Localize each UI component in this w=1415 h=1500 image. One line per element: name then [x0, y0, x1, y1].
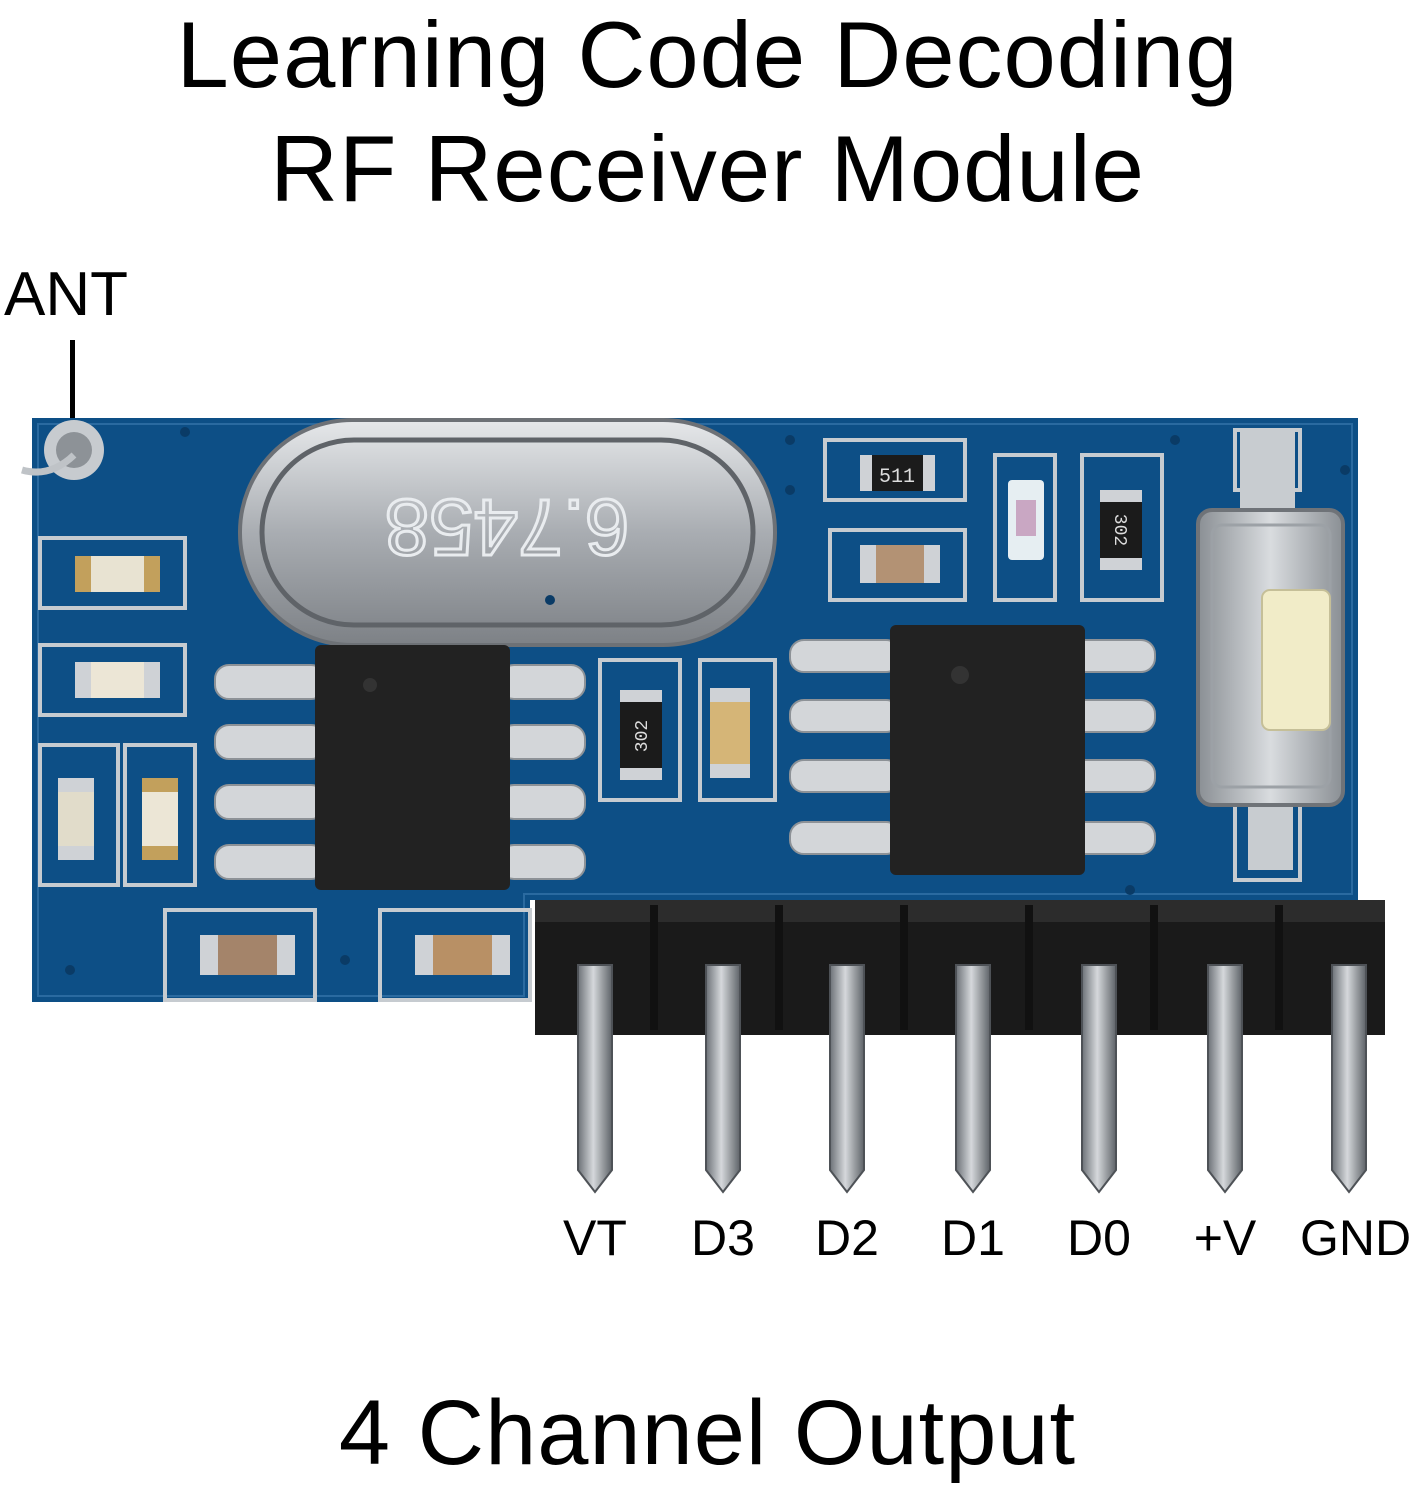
- antenna-label: ANT: [4, 260, 128, 329]
- pin-label-d0: D0: [1067, 1210, 1131, 1266]
- antenna-pointer-line: [70, 340, 75, 468]
- pin-gnd: [1331, 964, 1367, 1194]
- antenna-pad: [21, 420, 104, 480]
- footer-caption: 4 Channel Output: [338, 1382, 1077, 1484]
- resistor-marking-511: 511: [879, 466, 915, 489]
- pin-d3: [705, 964, 741, 1194]
- smd-components: [58, 480, 1044, 975]
- resistor-302-top: 302: [1100, 490, 1142, 570]
- pin-label-vt: VT: [563, 1210, 627, 1266]
- pin-label-d2: D2: [815, 1210, 879, 1266]
- pin-d0: [1081, 964, 1117, 1194]
- crystal-oscillator: 6.7458: [238, 418, 777, 647]
- resistor-302-mid: 302: [620, 690, 662, 780]
- pin-d1: [955, 964, 991, 1194]
- header-pins: [577, 964, 1367, 1194]
- crystal-marking: 6.7458: [385, 483, 630, 572]
- title-line-1: Learning Code Decoding: [176, 2, 1239, 107]
- pin-d2: [829, 964, 865, 1194]
- title-line-2: RF Receiver Module: [270, 116, 1145, 221]
- pin-label-gnd: GND: [1299, 1210, 1412, 1266]
- pin-vplus: [1207, 964, 1243, 1194]
- pin-label-vplus: +V: [1193, 1210, 1257, 1266]
- resistor-marking-302-top: 302: [1109, 514, 1129, 546]
- pin-label-d1: D1: [941, 1210, 1005, 1266]
- rf-receiver-module-illustration: 511 302 302 6.7458: [21, 418, 1385, 1194]
- ic-chip-left: [214, 645, 586, 890]
- ic-chip-right: [789, 625, 1156, 875]
- pin-vt: [577, 964, 613, 1194]
- resistor-marking-302-mid: 302: [633, 720, 653, 752]
- learn-button: [1196, 430, 1345, 870]
- pin-label-d3: D3: [691, 1210, 755, 1266]
- resistor-511: 511: [860, 455, 935, 491]
